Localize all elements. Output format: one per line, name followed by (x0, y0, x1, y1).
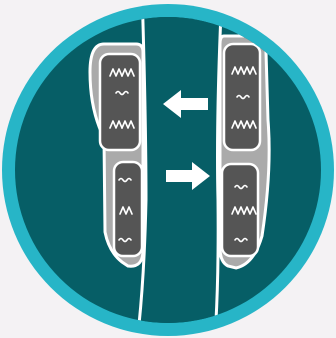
leg (136, 0, 222, 338)
left-pad-upper (100, 54, 140, 150)
right-pad-upper (224, 44, 260, 150)
